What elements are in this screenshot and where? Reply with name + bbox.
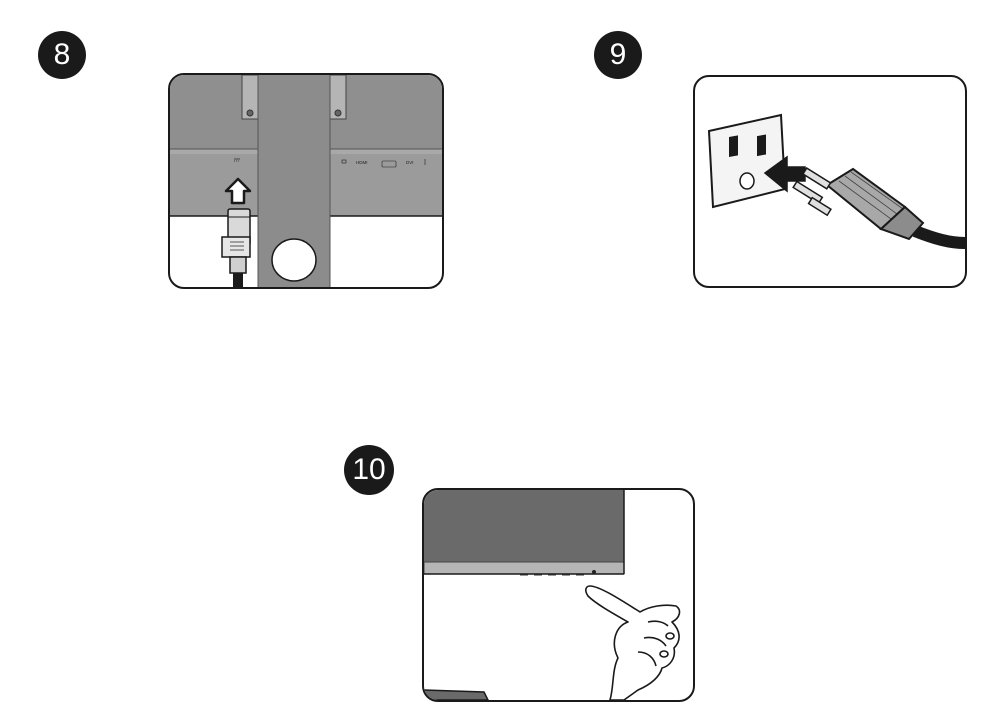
- monitor-screen: [424, 490, 624, 562]
- step-9-panel: [693, 75, 967, 288]
- screw-left-icon: [246, 109, 254, 117]
- wall-outlet: [707, 113, 787, 209]
- step-10-number: 10: [352, 453, 386, 486]
- cable-management-hole: [271, 238, 317, 282]
- power-cable-to-monitor-illustration: HDMI DVI: [170, 75, 442, 287]
- pointing-hand-icon: [585, 585, 681, 700]
- step-9-badge: 9: [594, 31, 642, 79]
- plug-into-wall-outlet-illustration: [707, 113, 965, 249]
- power-plug: [792, 167, 925, 241]
- insert-arrow-up-icon: [224, 177, 252, 205]
- dvi-port-label: DVI: [406, 160, 414, 165]
- step-8-panel: HDMI DVI: [168, 73, 444, 289]
- power-button-icon: [592, 570, 596, 574]
- step-10-badge: 10: [344, 445, 394, 495]
- screw-right-icon: [334, 109, 342, 117]
- press-power-button-illustration: [424, 490, 681, 700]
- port-icons: HDMI DVI: [341, 159, 426, 168]
- step-8-number: 8: [53, 38, 71, 71]
- step-9-number: 9: [609, 38, 627, 71]
- hdmi-port-label: HDMI: [356, 160, 368, 165]
- step-8-badge: 8: [38, 31, 86, 79]
- step-10-panel: [422, 488, 695, 702]
